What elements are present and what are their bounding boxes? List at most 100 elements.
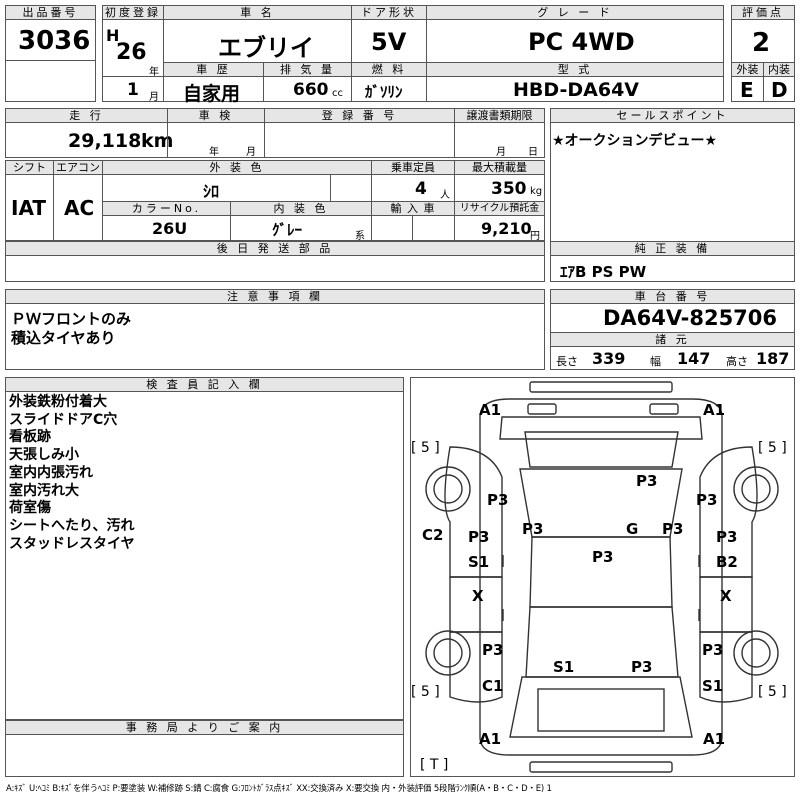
lot-number: 3036 bbox=[18, 26, 91, 56]
damage-mark: P3 bbox=[482, 641, 504, 659]
reg-no-label: 登 録 番 号 bbox=[264, 108, 455, 123]
later-parts-label: 後 日 発 送 部 品 bbox=[5, 241, 545, 256]
width-value: 147 bbox=[677, 349, 711, 368]
damage-mark: P3 bbox=[716, 528, 738, 546]
inspector-lines: 外装鉄粉付着大 スライドドアC穴 看板跡 天張しみ小 室内内張汚れ 室内汚れ大 … bbox=[9, 394, 135, 553]
model-code: HBD-DA64V bbox=[513, 79, 640, 101]
equipment-label: 純 正 装 備 bbox=[550, 241, 795, 256]
grade: PC 4WD bbox=[528, 28, 635, 56]
office-box bbox=[5, 734, 404, 777]
inspection-label: 車 検 bbox=[167, 108, 265, 123]
damage-mark: X bbox=[720, 587, 732, 605]
max-load-unit: kg bbox=[530, 186, 543, 197]
damage-mark: P3 bbox=[702, 641, 724, 659]
damage-mark: A1 bbox=[703, 730, 726, 748]
dims-box bbox=[550, 346, 795, 370]
interior-grade-box bbox=[763, 76, 795, 102]
first-reg-year-unit: 年 bbox=[149, 67, 159, 78]
import-box bbox=[371, 215, 413, 241]
transfer-month-unit: 月 bbox=[496, 147, 506, 158]
damage-mark: P3 bbox=[631, 658, 653, 676]
first-reg-month-unit: 月 bbox=[149, 92, 159, 103]
first-reg-label: 初度登録 bbox=[102, 5, 164, 20]
fuel-label: 燃 料 bbox=[351, 62, 427, 77]
car-name-label: 車 名 bbox=[163, 5, 352, 20]
notes-box bbox=[5, 303, 545, 370]
recycle-box bbox=[454, 215, 545, 241]
inspection-year-unit: 年 bbox=[209, 147, 219, 158]
shift-label: シフト bbox=[5, 160, 54, 175]
car-name: エブリイ bbox=[218, 34, 314, 62]
legend: A:ｷｽﾞ U:ﾍｺﾐ B:ｷｽﾞを伴うﾍｺﾐ P:要塗装 W:補修跡 S:錆 … bbox=[6, 784, 552, 794]
score-label: 評価点 bbox=[731, 5, 795, 20]
shift: IAT bbox=[11, 196, 47, 220]
interior-grade-label: 内装 bbox=[763, 62, 795, 77]
interior-color: ｸﾞﾚｰ bbox=[272, 221, 303, 239]
model-label: 型 式 bbox=[426, 62, 724, 77]
import-label: 輸 入 車 bbox=[371, 201, 455, 216]
dims-label: 諸 元 bbox=[550, 332, 795, 347]
exterior-grade-label: 外装 bbox=[731, 62, 764, 77]
inspector-label: 検 査 員 記 入 欄 bbox=[5, 377, 404, 392]
damage-mark: P3 bbox=[696, 491, 718, 509]
import-box-right bbox=[412, 215, 455, 241]
length-label: 長さ bbox=[556, 355, 578, 368]
color-label: 外 装 色 bbox=[102, 160, 372, 175]
recycle-unit: 円 bbox=[530, 231, 540, 242]
first-reg-year: 26 bbox=[116, 40, 147, 65]
color-no: 26U bbox=[152, 219, 188, 238]
recycle-deposit: 9,210 bbox=[481, 219, 532, 238]
equipment-text: ｴｱB PS PW bbox=[560, 263, 647, 281]
first-reg-era: H bbox=[106, 26, 120, 45]
tire-tread-front-left: [ 5 ] bbox=[411, 440, 440, 456]
inspector-line: 外装鉄粉付着大 bbox=[9, 394, 107, 410]
mileage-label: 走 行 bbox=[5, 108, 168, 123]
inspector-line: 天張しみ小 bbox=[9, 447, 79, 464]
mileage-unit: km bbox=[141, 130, 174, 152]
car-diagram-box bbox=[410, 377, 795, 777]
model-box bbox=[426, 76, 724, 102]
displacement: 660 bbox=[293, 80, 329, 100]
notes-line: 積込タイヤあり bbox=[11, 329, 116, 347]
load-label: 最大積載量 bbox=[454, 160, 545, 175]
score: 2 bbox=[752, 28, 771, 58]
length-value: 339 bbox=[592, 349, 626, 368]
transfer-day-unit: 日 bbox=[528, 147, 538, 158]
equipment-box bbox=[550, 255, 795, 282]
recycle-label: リサイクル預託金 bbox=[454, 201, 545, 216]
grade-label: グ レ ー ド bbox=[426, 5, 724, 20]
max-load: 350 bbox=[491, 179, 527, 199]
fuel: ｶﾞｿﾘﾝ bbox=[365, 83, 403, 101]
sales-point-text: ★オークションデビュー★ bbox=[552, 133, 718, 149]
displacement-unit: cc bbox=[332, 88, 343, 99]
inspector-line: スライドドアC穴 bbox=[9, 411, 118, 428]
capacity-unit: 人 bbox=[440, 190, 450, 201]
history-label: 車 歴 bbox=[163, 62, 264, 77]
car-diagram bbox=[425, 381, 779, 773]
notes-label: 注 意 事 項 欄 bbox=[5, 289, 545, 304]
inspector-line: 荷室傷 bbox=[9, 500, 51, 517]
ac: AC bbox=[64, 196, 95, 220]
spare-tire-label: [ T ] bbox=[420, 757, 449, 773]
inspector-line: シートへたり、汚れ bbox=[9, 517, 135, 534]
damage-mark: P3 bbox=[636, 472, 658, 490]
color-box-right bbox=[330, 174, 372, 202]
notes-line: ＰＷフロントのみ bbox=[11, 310, 132, 328]
first-reg-month: 1 bbox=[127, 80, 139, 100]
reg-no-box bbox=[264, 122, 455, 158]
height-label: 高さ bbox=[726, 355, 748, 368]
interior-color-label: 内 装 色 bbox=[230, 201, 372, 216]
inspection-month-unit: 月 bbox=[246, 147, 256, 158]
interior-grade: D bbox=[771, 78, 788, 102]
damage-mark: P3 bbox=[522, 520, 544, 538]
capacity-label: 乗車定員 bbox=[371, 160, 455, 175]
door-type: 5V bbox=[371, 28, 407, 56]
door-label: ドア形状 bbox=[351, 5, 427, 20]
damage-mark: A1 bbox=[479, 401, 502, 419]
damage-mark: C2 bbox=[422, 526, 444, 544]
exterior-grade: E bbox=[740, 78, 754, 102]
displacement-label: 排 気 量 bbox=[263, 62, 352, 77]
damage-mark: C1 bbox=[482, 677, 504, 695]
inspector-line: 室内内張汚れ bbox=[9, 464, 93, 481]
interior-color-unit: 系 bbox=[355, 231, 365, 242]
